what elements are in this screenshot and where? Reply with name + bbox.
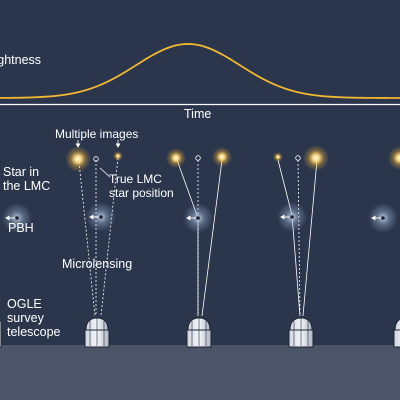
brightness-label: Brightness	[0, 53, 42, 67]
multiple-images-label: Multiple images	[55, 127, 139, 141]
telescope-icon	[393, 318, 400, 348]
star-in-lmc-label: Star in the LMC	[3, 165, 51, 193]
sight-line	[78, 161, 96, 317]
telescopes	[0, 317, 400, 348]
sight-line	[100, 157, 119, 317]
telescope-icon	[84, 317, 110, 348]
pbh-row	[2, 202, 398, 233]
star-icon	[388, 146, 400, 170]
microlensing-label: Microlensing	[62, 257, 133, 271]
star-images	[65, 145, 400, 172]
sight-line	[302, 159, 318, 317]
telescope-icon	[288, 317, 314, 348]
star-icon	[166, 148, 186, 168]
telescope-icon	[186, 317, 212, 348]
star-icon	[65, 146, 91, 172]
sight-line	[201, 159, 223, 317]
telescope-icon	[0, 320, 2, 348]
light-curve	[0, 43, 400, 99]
true-position-marker	[295, 155, 301, 161]
star-icon	[303, 145, 329, 171]
true-position-marker	[195, 155, 201, 161]
ground	[0, 345, 400, 400]
star-icon	[273, 152, 283, 162]
true-position-marker	[93, 156, 99, 162]
true-position-label: True LMC star position	[109, 172, 174, 200]
pbh-label: PBH	[8, 221, 34, 235]
telescope-label: OGLE survey telescope	[7, 297, 61, 339]
star-icon	[212, 147, 232, 167]
time-label: Time	[184, 107, 212, 121]
sight-lines	[78, 157, 318, 317]
label-leaders	[75, 140, 121, 178]
star-icon	[113, 151, 123, 161]
